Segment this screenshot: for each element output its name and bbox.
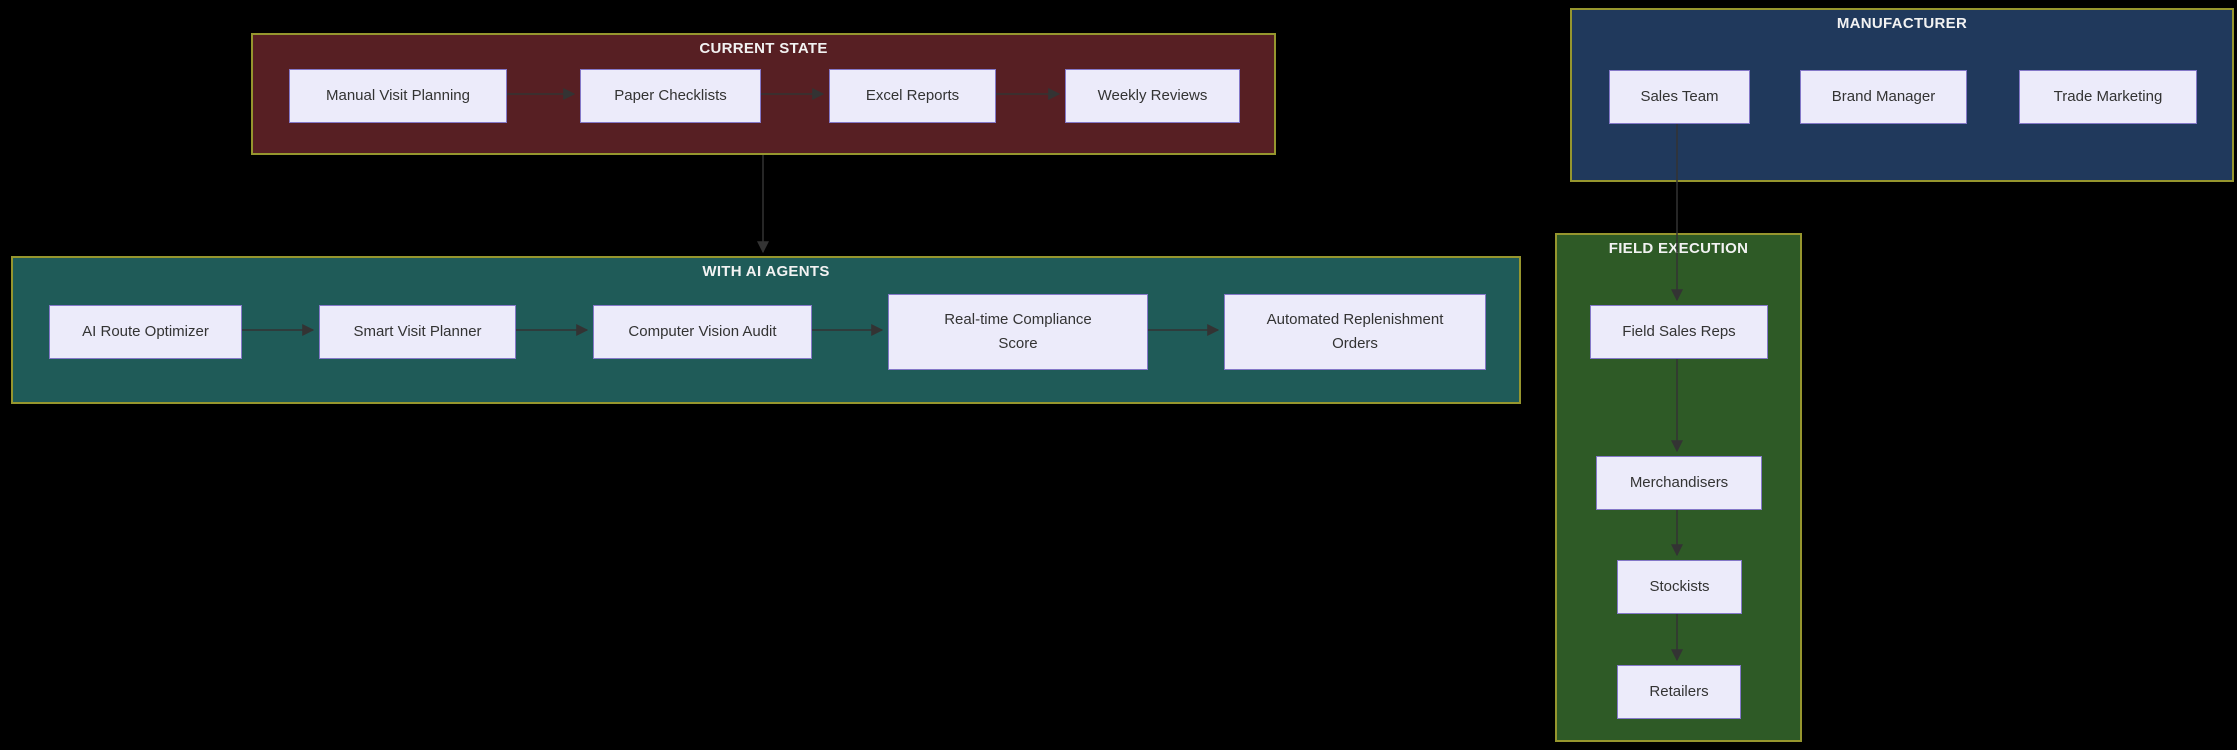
node-ai-route-optimizer: AI Route Optimizer bbox=[49, 305, 242, 359]
node-label: Weekly Reviews bbox=[1097, 87, 1208, 104]
node-label: Smart Visit Planner bbox=[353, 323, 482, 340]
node-computer-vision-audit: Computer Vision Audit bbox=[593, 305, 812, 359]
cluster-manufacturer: MANUFACTURER Sales Team Brand Manager Tr… bbox=[1570, 8, 2234, 182]
node-label: Excel Reports bbox=[865, 87, 960, 104]
node-label: Retailers bbox=[1649, 683, 1709, 700]
node-paper-checklists: Paper Checklists bbox=[580, 69, 761, 123]
node-label: AI Route Optimizer bbox=[82, 323, 209, 340]
cluster-field-execution-title: FIELD EXECUTION bbox=[1608, 240, 1749, 257]
node-brand-manager: Brand Manager bbox=[1800, 70, 1967, 124]
node-merchandisers: Merchandisers bbox=[1596, 456, 1762, 510]
cluster-field-execution: FIELD EXECUTION Field Sales Reps Merchan… bbox=[1555, 233, 1802, 742]
node-trade-marketing: Trade Marketing bbox=[2019, 70, 2197, 124]
node-label: Paper Checklists bbox=[614, 87, 727, 104]
node-label: Manual Visit Planning bbox=[326, 87, 470, 104]
node-weekly-reviews: Weekly Reviews bbox=[1065, 69, 1240, 123]
cluster-manufacturer-title: MANUFACTURER bbox=[1836, 15, 1968, 32]
cluster-current-state-title: CURRENT STATE bbox=[699, 40, 828, 57]
node-label: Sales Team bbox=[1640, 88, 1719, 105]
cluster-current-state: CURRENT STATE Manual Visit Planning Pape… bbox=[251, 33, 1276, 155]
node-sales-team: Sales Team bbox=[1609, 70, 1750, 124]
node-automated-replenishment-orders: Automated Replenishment Orders bbox=[1224, 294, 1486, 370]
node-field-sales-reps: Field Sales Reps bbox=[1590, 305, 1768, 359]
node-stockists: Stockists bbox=[1617, 560, 1742, 614]
node-excel-reports: Excel Reports bbox=[829, 69, 996, 123]
node-manual-visit-planning: Manual Visit Planning bbox=[289, 69, 507, 123]
node-label: Brand Manager bbox=[1831, 88, 1936, 105]
node-real-time-compliance-score: Real-time Compliance Score bbox=[888, 294, 1148, 370]
cluster-with-ai-agents: WITH AI AGENTS AI Route Optimizer Smart … bbox=[11, 256, 1521, 404]
node-retailers: Retailers bbox=[1617, 665, 1741, 719]
node-label: Computer Vision Audit bbox=[628, 323, 777, 340]
cluster-with-ai-agents-title: WITH AI AGENTS bbox=[702, 263, 830, 280]
node-label: Stockists bbox=[1649, 578, 1710, 595]
node-label: Merchandisers bbox=[1629, 474, 1729, 491]
node-label: Automated Replenishment Orders bbox=[1266, 311, 1444, 352]
node-smart-visit-planner: Smart Visit Planner bbox=[319, 305, 516, 359]
node-label: Real-time Compliance Score bbox=[944, 311, 1092, 352]
node-label: Trade Marketing bbox=[2053, 88, 2163, 105]
node-label: Field Sales Reps bbox=[1622, 323, 1736, 340]
